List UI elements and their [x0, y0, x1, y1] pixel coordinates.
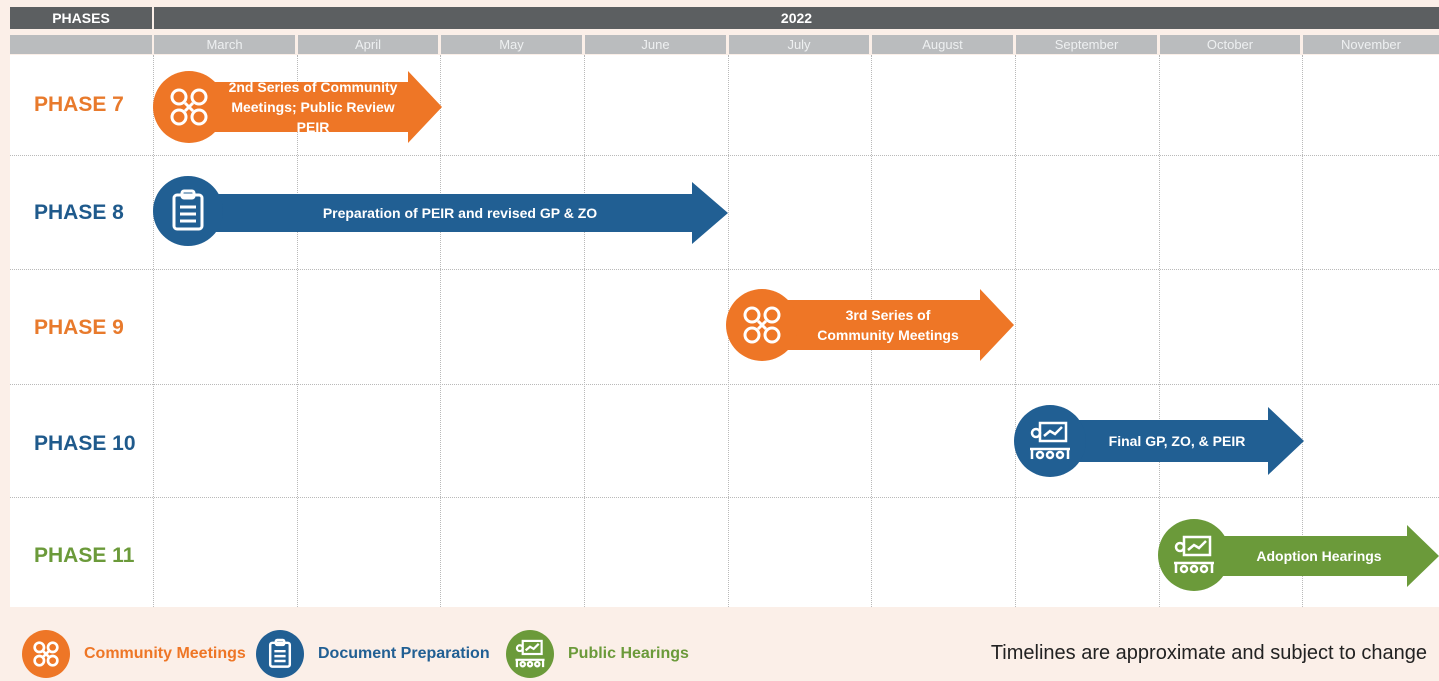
grid-divider — [1015, 55, 1016, 607]
month-label-march: March — [154, 35, 295, 54]
month-label-spacer — [10, 35, 152, 54]
month-label-june: June — [585, 35, 726, 54]
legend-community-meetings: Community Meetings — [22, 630, 246, 678]
phase-11-bar-line-1: Adoption Hearings — [1256, 548, 1382, 564]
public-hearings-icon — [1014, 405, 1086, 477]
grid-divider — [584, 55, 585, 607]
row-divider — [10, 384, 1439, 385]
legend-public-hearings: Public Hearings — [506, 630, 689, 678]
phase-7-bar-line-2: Meetings; Public Review PEIR — [231, 99, 395, 135]
month-label-october: October — [1160, 35, 1300, 54]
public-hearings-icon — [506, 630, 554, 678]
phase-11-bar: Adoption Hearings — [1195, 525, 1439, 587]
grid-divider — [153, 55, 154, 607]
phase-10-bar: Final GP, ZO, & PEIR — [1050, 407, 1304, 475]
phase-8-bar-line-1: Preparation of PEIR and revised GP & ZO — [322, 205, 598, 221]
phase-7-bar-line-1: 2nd Series of Community — [228, 79, 398, 95]
phase-10-bar-line-1: Final GP, ZO, & PEIR — [1108, 433, 1246, 449]
phase-9-bar-line-2: Community Meetings — [817, 327, 959, 343]
month-label-may: May — [441, 35, 582, 54]
month-label-august: August — [872, 35, 1013, 54]
grid-divider — [440, 55, 441, 607]
legend-document-preparation: Document Preparation — [256, 630, 490, 678]
phase-8-bar: Preparation of PEIR and revised GP & ZO — [188, 182, 728, 244]
month-label-november: November — [1303, 35, 1439, 54]
row-divider — [10, 497, 1439, 498]
legend-label-public-hearings: Public Hearings — [568, 645, 689, 662]
month-label-september: September — [1016, 35, 1157, 54]
community-meetings-icon — [22, 630, 70, 678]
public-hearings-icon — [1158, 519, 1230, 591]
year-header: 2022 — [154, 7, 1439, 29]
document-preparation-icon — [153, 176, 223, 246]
phase-11-arrow — [1195, 525, 1439, 587]
phase-label-7: PHASE 7 — [34, 93, 124, 116]
legend-label-document-preparation: Document Preparation — [318, 645, 490, 662]
phase-label-9: PHASE 9 — [34, 316, 124, 339]
phase-8-arrow — [188, 182, 728, 244]
phase-9-bar-line-1: 3rd Series of — [845, 307, 931, 323]
document-preparation-icon — [256, 630, 304, 678]
grid-divider — [297, 55, 298, 607]
timeline-grid — [10, 55, 1439, 607]
grid-divider — [1159, 55, 1160, 607]
phase-label-10: PHASE 10 — [34, 432, 136, 455]
phase-10-arrow — [1050, 407, 1304, 475]
phase-label-8: PHASE 8 — [34, 201, 124, 224]
row-divider — [10, 155, 1439, 156]
community-meetings-icon — [726, 289, 798, 361]
month-label-april: April — [298, 35, 438, 54]
disclaimer-note: Timelines are approximate and subject to… — [990, 642, 1427, 664]
phase-7-bar: 2nd Series of Community Meetings; Public… — [188, 71, 442, 143]
phase-7-arrow — [188, 71, 442, 143]
grid-divider — [1302, 55, 1303, 607]
legend-label-community-meetings: Community Meetings — [84, 645, 246, 662]
phase-label-11: PHASE 11 — [34, 544, 135, 567]
phases-header: PHASES — [10, 7, 152, 29]
row-divider — [10, 269, 1439, 270]
month-label-july: July — [729, 35, 869, 54]
community-meetings-icon — [153, 71, 225, 143]
phase-9-arrow — [762, 289, 1014, 361]
phase-9-bar: 3rd Series of Community Meetings — [762, 289, 1014, 361]
